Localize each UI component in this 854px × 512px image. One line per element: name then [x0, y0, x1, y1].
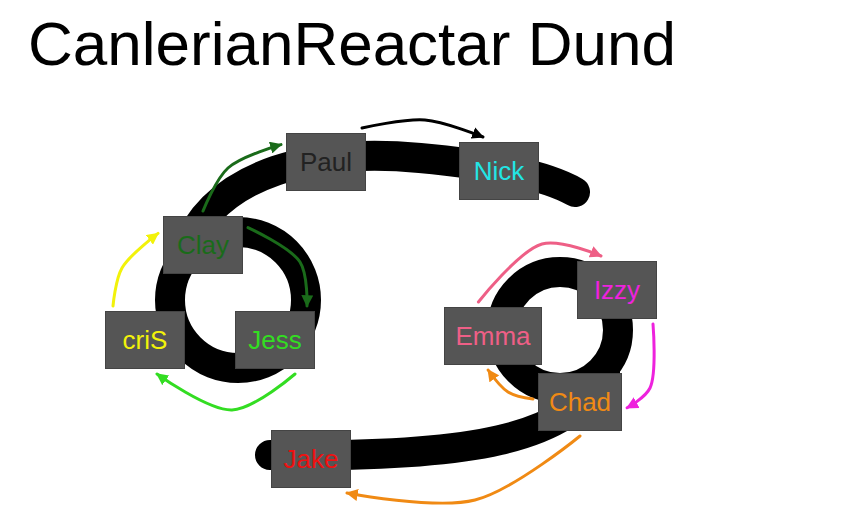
upper-tail	[185, 156, 575, 252]
name-label: criS	[123, 325, 168, 356]
name-label: Clay	[177, 230, 229, 261]
name-box: Jake	[271, 430, 351, 488]
flow-arrow	[362, 120, 483, 137]
name-label: Jake	[284, 444, 339, 475]
name-label: Izzy	[594, 275, 640, 306]
name-box: criS	[105, 311, 185, 369]
name-box: Chad	[538, 373, 622, 431]
name-box: Emma	[444, 307, 541, 365]
name-box: Nick	[459, 142, 539, 200]
flow-arrow	[113, 233, 158, 306]
flow-arrow	[347, 436, 580, 503]
name-box: Jess	[235, 311, 315, 369]
name-box: Izzy	[577, 261, 657, 319]
name-label: Chad	[549, 387, 611, 418]
name-label: Jess	[248, 325, 301, 356]
name-label: Emma	[455, 321, 530, 352]
flow-arrow	[627, 324, 654, 408]
flow-arrow	[203, 145, 281, 211]
title-text: CanlerianReactar Dund	[28, 8, 676, 79]
name-label: Nick	[474, 156, 525, 187]
name-box: Paul	[286, 133, 366, 191]
name-box: Clay	[163, 216, 243, 274]
flow-arrow	[248, 228, 307, 306]
name-label: Paul	[300, 147, 352, 178]
flow-arrow	[488, 370, 533, 399]
flow-arrow	[157, 374, 295, 410]
